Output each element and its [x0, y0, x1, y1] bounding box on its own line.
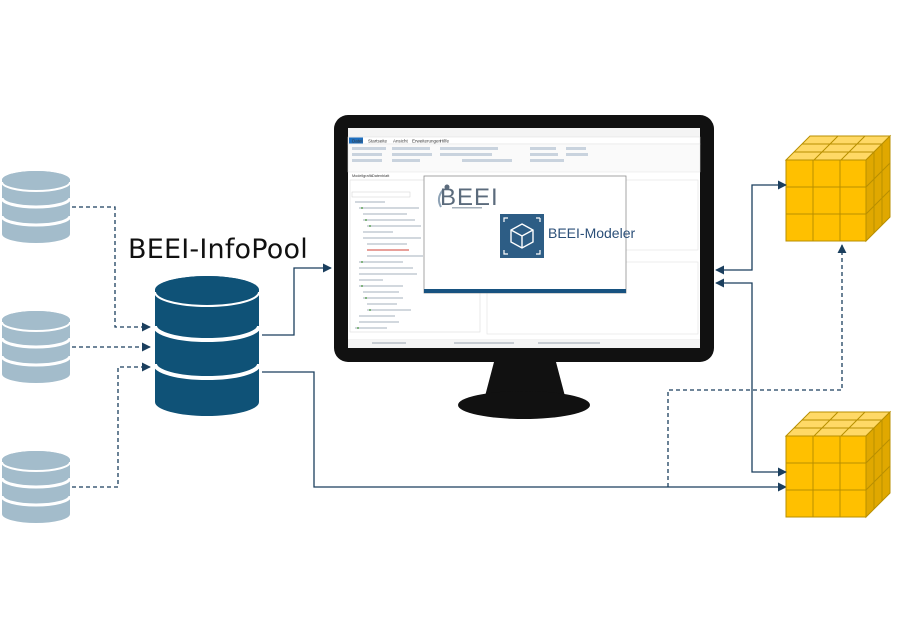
source-connectors [72, 206, 151, 488]
ribbon-tab-2[interactable]: Ansicht [393, 139, 409, 144]
panel-tab-0[interactable]: Modellgrafik [352, 174, 373, 178]
cube-connectors [715, 180, 787, 477]
splash-product-name: BEEI-Modeler [548, 225, 635, 241]
infopool-title: BEEI-InfoPool [128, 234, 308, 265]
model-tree [355, 201, 423, 329]
ribbon-tab-1[interactable]: Startseite [368, 139, 388, 144]
source-database-icon-2 [0, 311, 72, 383]
cube-dashed-connectors [667, 244, 847, 487]
ribbon-tab-4[interactable]: Hilfe [440, 139, 449, 144]
ribbon-tab-0[interactable]: Datei [352, 139, 363, 144]
ribbon-tab-3[interactable]: Erweiterungen [412, 139, 442, 144]
panel-tab-1[interactable]: Datenblatt [372, 174, 390, 178]
source-database-icon-1 [0, 171, 72, 243]
olap-cube-icon-2 [784, 410, 892, 519]
splash-screen: BEEI BEEI-Modeler [423, 175, 635, 294]
modeler-cube-icon [500, 214, 544, 258]
ribbon-tabs: Datei Startseite Ansicht Erweiterungen H… [352, 139, 449, 144]
infopool-database-icon [153, 276, 261, 416]
olap-cube-icon-1 [784, 134, 892, 243]
infopool-to-modeler-connector [262, 263, 787, 492]
beei-logo: BEEI [437, 184, 499, 211]
splash-logo-text: BEEI [440, 184, 499, 211]
source-database-icon-3 [0, 451, 72, 523]
panel-tabs: Modellgrafik Datenblatt [352, 174, 390, 178]
